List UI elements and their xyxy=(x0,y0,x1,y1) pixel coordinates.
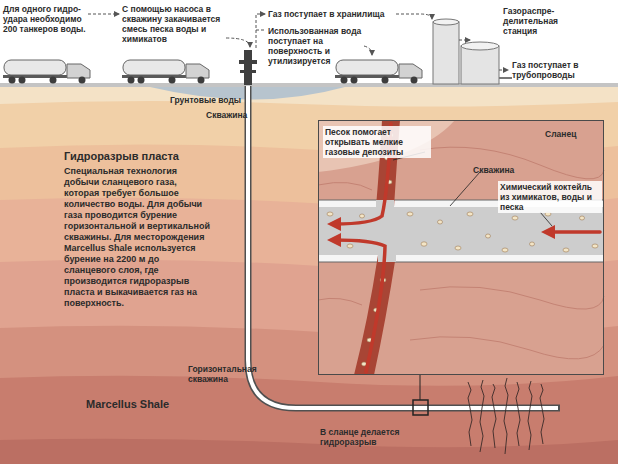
sky xyxy=(0,0,618,86)
wellhead-valve xyxy=(239,60,257,64)
sand-grain xyxy=(360,214,365,218)
fracture xyxy=(516,382,520,446)
fracture xyxy=(504,378,508,454)
road-surface xyxy=(0,83,618,87)
part-label: Скважина xyxy=(473,165,533,175)
flow-arrow xyxy=(256,14,265,48)
leader-line xyxy=(540,212,552,226)
fracture xyxy=(492,384,496,448)
sand-grain xyxy=(486,234,491,238)
fluid-flow-arrow xyxy=(548,230,600,234)
sand-grain xyxy=(580,216,585,220)
part-label: Горизонтальная скважина xyxy=(188,364,266,384)
pipe-edge xyxy=(318,262,604,263)
sand-grain xyxy=(347,244,353,248)
pipeline xyxy=(499,77,512,79)
rock-fracture xyxy=(354,255,396,375)
flow-arrow xyxy=(226,38,250,47)
pipe-interior xyxy=(318,207,604,255)
sand-grain xyxy=(512,216,518,220)
sand-grain xyxy=(502,248,508,252)
shale-streak xyxy=(318,298,362,305)
sand-grain xyxy=(421,242,427,246)
rock-label: Сланец xyxy=(545,129,600,139)
flow-arrow xyxy=(88,14,119,15)
storage-tank-top xyxy=(433,19,459,25)
gas-flow-arrow xyxy=(334,240,385,372)
layer-label: Marcellus Shale xyxy=(86,398,206,411)
storage-tank-top xyxy=(461,42,499,50)
sand-grain xyxy=(455,246,461,250)
sand-grain xyxy=(438,220,443,224)
sand-grain xyxy=(327,212,333,216)
note-text: Для одного гидро- удара необходимо 200 т… xyxy=(3,4,89,34)
flow-arrow xyxy=(364,46,372,55)
flow-arrow xyxy=(396,14,432,19)
callout-text: Песок помогает открывать мелкие газовые … xyxy=(323,126,431,158)
layer-label: Грунтовые воды xyxy=(170,95,260,105)
shale-streak xyxy=(420,287,604,309)
fracture xyxy=(540,384,544,444)
pipe-opening xyxy=(378,255,396,262)
leader-line xyxy=(450,172,480,206)
sand-grain xyxy=(530,242,535,246)
tanker-truck xyxy=(3,60,90,84)
flow-arrow xyxy=(459,40,470,41)
wellhead-valve xyxy=(240,70,256,73)
shale-layer xyxy=(0,376,618,464)
shale-streak xyxy=(410,337,604,359)
fracture xyxy=(528,381,532,450)
flow-arrow xyxy=(499,70,508,71)
ground-layer xyxy=(0,84,618,464)
note-text: Использованная вода поступает на поверхн… xyxy=(268,26,368,66)
flow-arrow xyxy=(256,30,265,31)
sand-grain xyxy=(563,248,569,252)
tanker-truck xyxy=(335,60,422,84)
storage-tank xyxy=(461,46,499,84)
note-text: С помощью насоса в скважину закачивается… xyxy=(122,4,227,44)
shale-streak xyxy=(318,182,372,190)
sand-grain xyxy=(407,212,413,216)
note-text: Газ поступает в хранилища xyxy=(268,9,403,19)
callout-text: Химический коктейль из химикатов, воды и… xyxy=(498,181,602,213)
sand-grain xyxy=(467,212,473,216)
station-label: Газораспре- делительная станция xyxy=(503,6,573,36)
fracture xyxy=(480,380,484,452)
detail-marker xyxy=(413,400,428,415)
section-heading: Гидроразрыв пласта xyxy=(64,150,244,163)
part-label: Скважина xyxy=(206,110,266,120)
pump-truck xyxy=(122,60,209,84)
storage-tank xyxy=(433,22,459,84)
note-text: Газ поступает в трубопроводы xyxy=(512,60,616,80)
sand-grain xyxy=(592,244,598,248)
description-text: Специальная технология добычи сланцевого… xyxy=(64,166,210,309)
inset-box: Сланец Песок помогает открывать мелкие га… xyxy=(318,120,604,375)
ground-layer xyxy=(0,439,618,464)
fracture xyxy=(468,382,472,446)
inset-rock xyxy=(318,120,604,375)
shale-streak xyxy=(420,147,604,179)
wellhead xyxy=(244,50,252,85)
note-text: В сланце делается гидроразрыв xyxy=(320,427,420,447)
leader-line xyxy=(420,375,421,400)
